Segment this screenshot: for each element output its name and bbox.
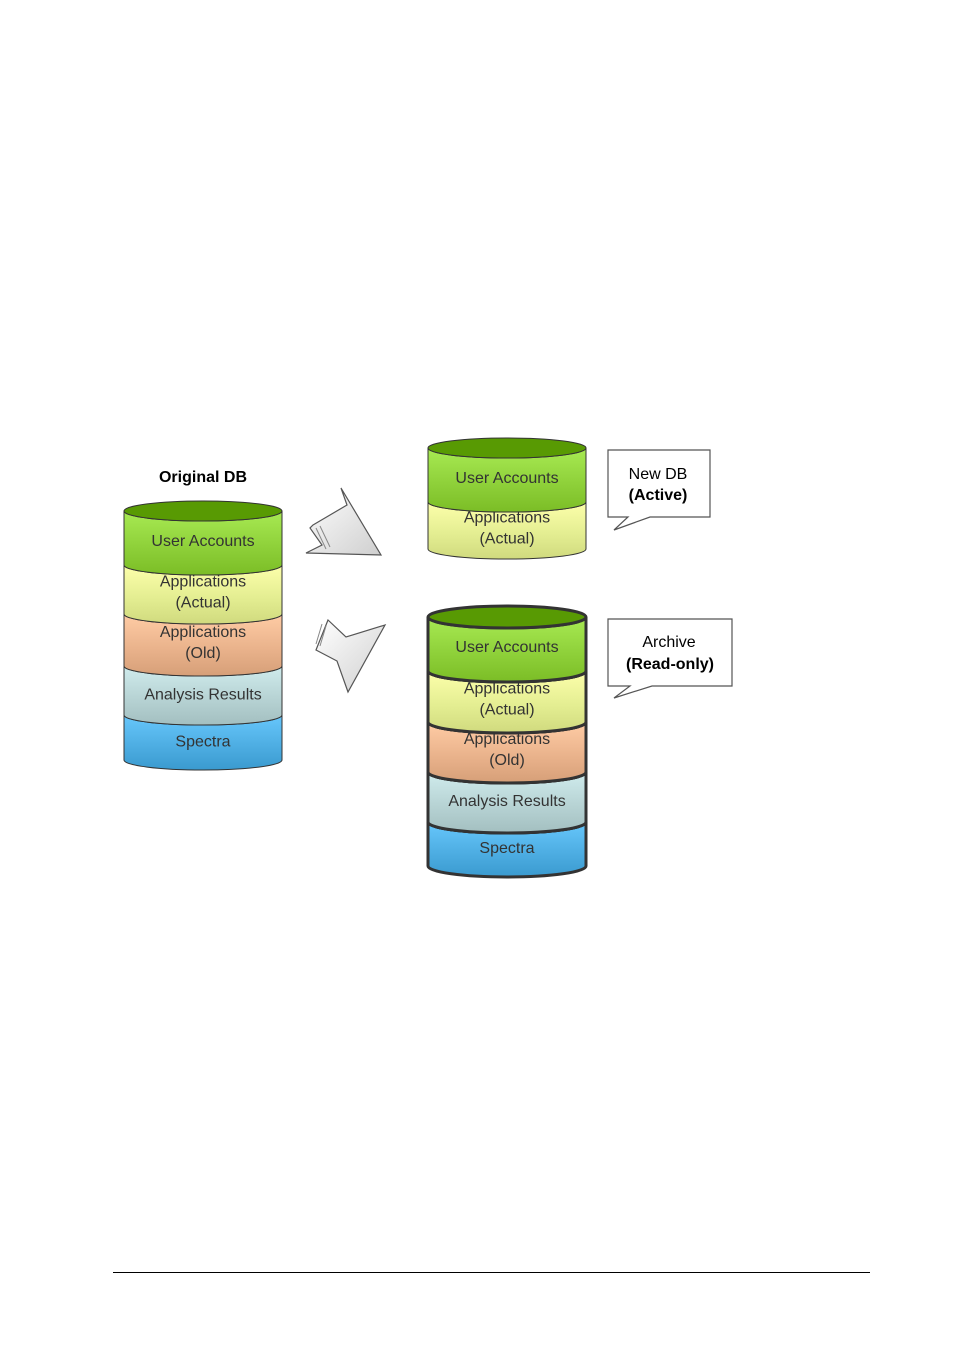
archive-callout: Archive (Read-only) (608, 619, 732, 698)
arrow-to-archive-icon (316, 620, 385, 692)
archive-db-segment-4-label: Analysis Results (448, 793, 565, 810)
archive-callout-line1: Archive (642, 634, 695, 651)
new-db-callout-line1: New DB (629, 466, 688, 483)
original-db-segment-2-label: Applications (160, 574, 246, 591)
original-db-segment-5-label: Spectra (175, 734, 230, 751)
original-db-segment-3-label: Applications (160, 624, 246, 641)
original-db-segment-2-sublabel: (Actual) (175, 595, 230, 612)
archive-db-segment-1-label: User Accounts (455, 639, 558, 656)
arrow-to-new-db-icon (306, 488, 381, 555)
new-db-cylinder: Applications(Actual)User Accounts (428, 438, 586, 559)
archive-db-segment-2-sublabel: (Actual) (479, 702, 534, 719)
new-db-top (428, 438, 586, 458)
new-db-callout: New DB (Active) (608, 450, 710, 530)
original-db-segment-4-label: Analysis Results (144, 687, 261, 704)
original-db-title: Original DB (159, 469, 247, 486)
archive-db-segment-5-label: Spectra (479, 840, 534, 857)
archive-callout-line2: (Read-only) (626, 656, 714, 673)
archive-db-segment-3-sublabel: (Old) (489, 752, 525, 769)
original-db-cylinder: Spectra Analysis Results Applications (Old)… (124, 501, 282, 770)
new-db-segment-1-label: User Accounts (455, 470, 558, 487)
original-db-top (124, 501, 282, 521)
archive-db-top (428, 606, 586, 628)
original-db-segment-3-sublabel: (Old) (185, 645, 221, 662)
new-db-segment-2-sublabel: (Actual) (479, 531, 534, 548)
original-db-segment-1-label: User Accounts (151, 533, 254, 550)
new-db-callout-line2: (Active) (629, 487, 688, 504)
footer-rule (113, 1272, 870, 1273)
